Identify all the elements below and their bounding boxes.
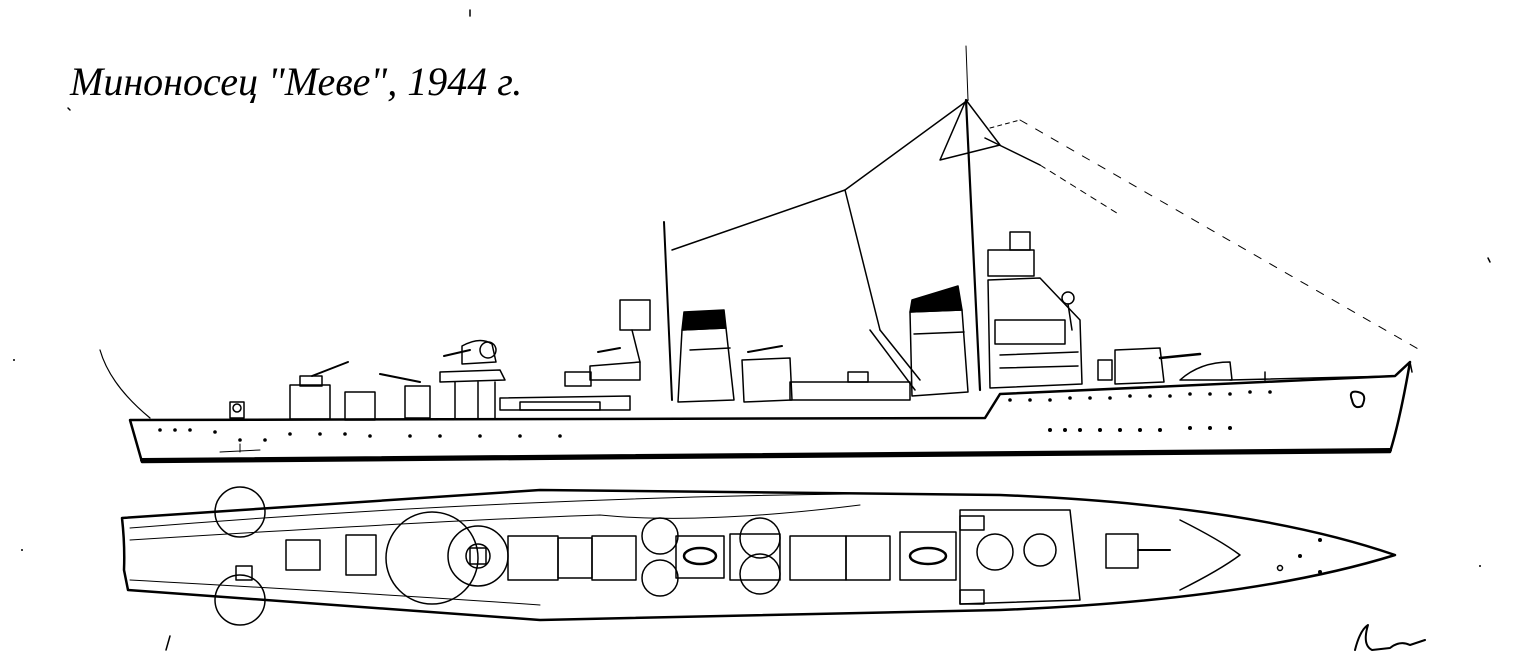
signature-mark bbox=[1354, 624, 1426, 651]
drawing-title: Миноносец "Меве", 1944 г. bbox=[70, 59, 523, 104]
forward-funnel bbox=[909, 309, 969, 397]
portholes bbox=[158, 390, 1272, 442]
side-profile bbox=[99, 45, 1421, 464]
after-funnel bbox=[677, 327, 735, 403]
hull-plan bbox=[120, 488, 1397, 622]
plan-view bbox=[120, 486, 1397, 626]
stray-marks bbox=[13, 9, 1491, 651]
bridge bbox=[987, 277, 1083, 389]
